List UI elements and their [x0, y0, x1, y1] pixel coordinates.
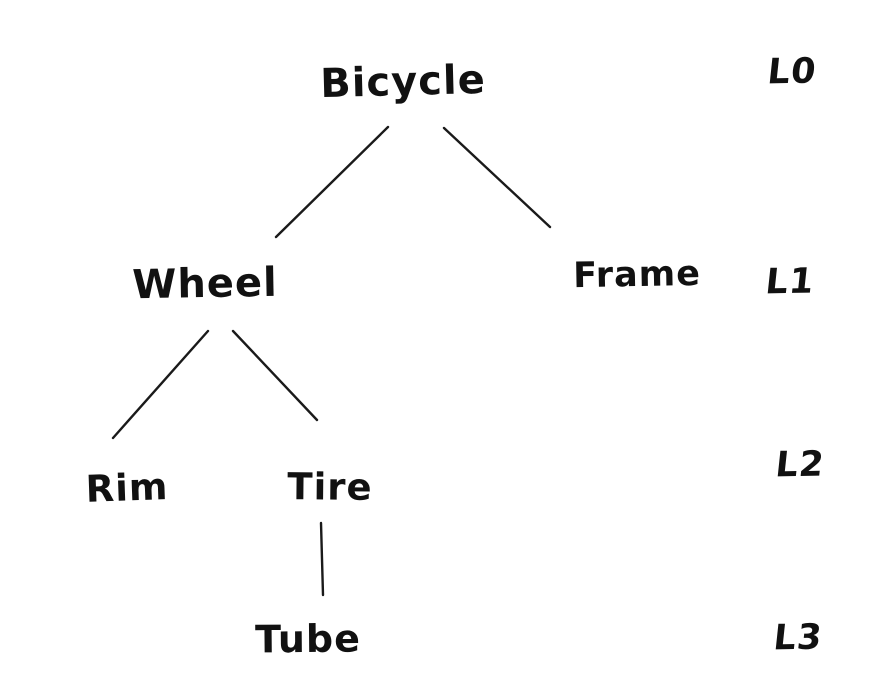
edge-tire-tube	[319, 521, 325, 597]
level-label-l2: L2	[773, 444, 827, 486]
edge-bicycle-frame	[442, 126, 552, 229]
node-tube: Tube	[254, 616, 362, 662]
edge-wheel-rim	[111, 329, 210, 440]
level-label-l0: L0	[765, 51, 819, 93]
node-tire: Tire	[287, 465, 373, 509]
node-wheel: Wheel	[131, 259, 279, 309]
edge-wheel-tire	[231, 329, 319, 422]
node-rim: Rim	[84, 465, 170, 511]
edge-bicycle-wheel	[274, 125, 390, 239]
level-label-l1: L1	[763, 261, 817, 303]
node-bicycle: Bicycle	[319, 56, 487, 108]
level-label-l3: L3	[771, 617, 825, 659]
node-frame: Frame	[572, 253, 702, 297]
